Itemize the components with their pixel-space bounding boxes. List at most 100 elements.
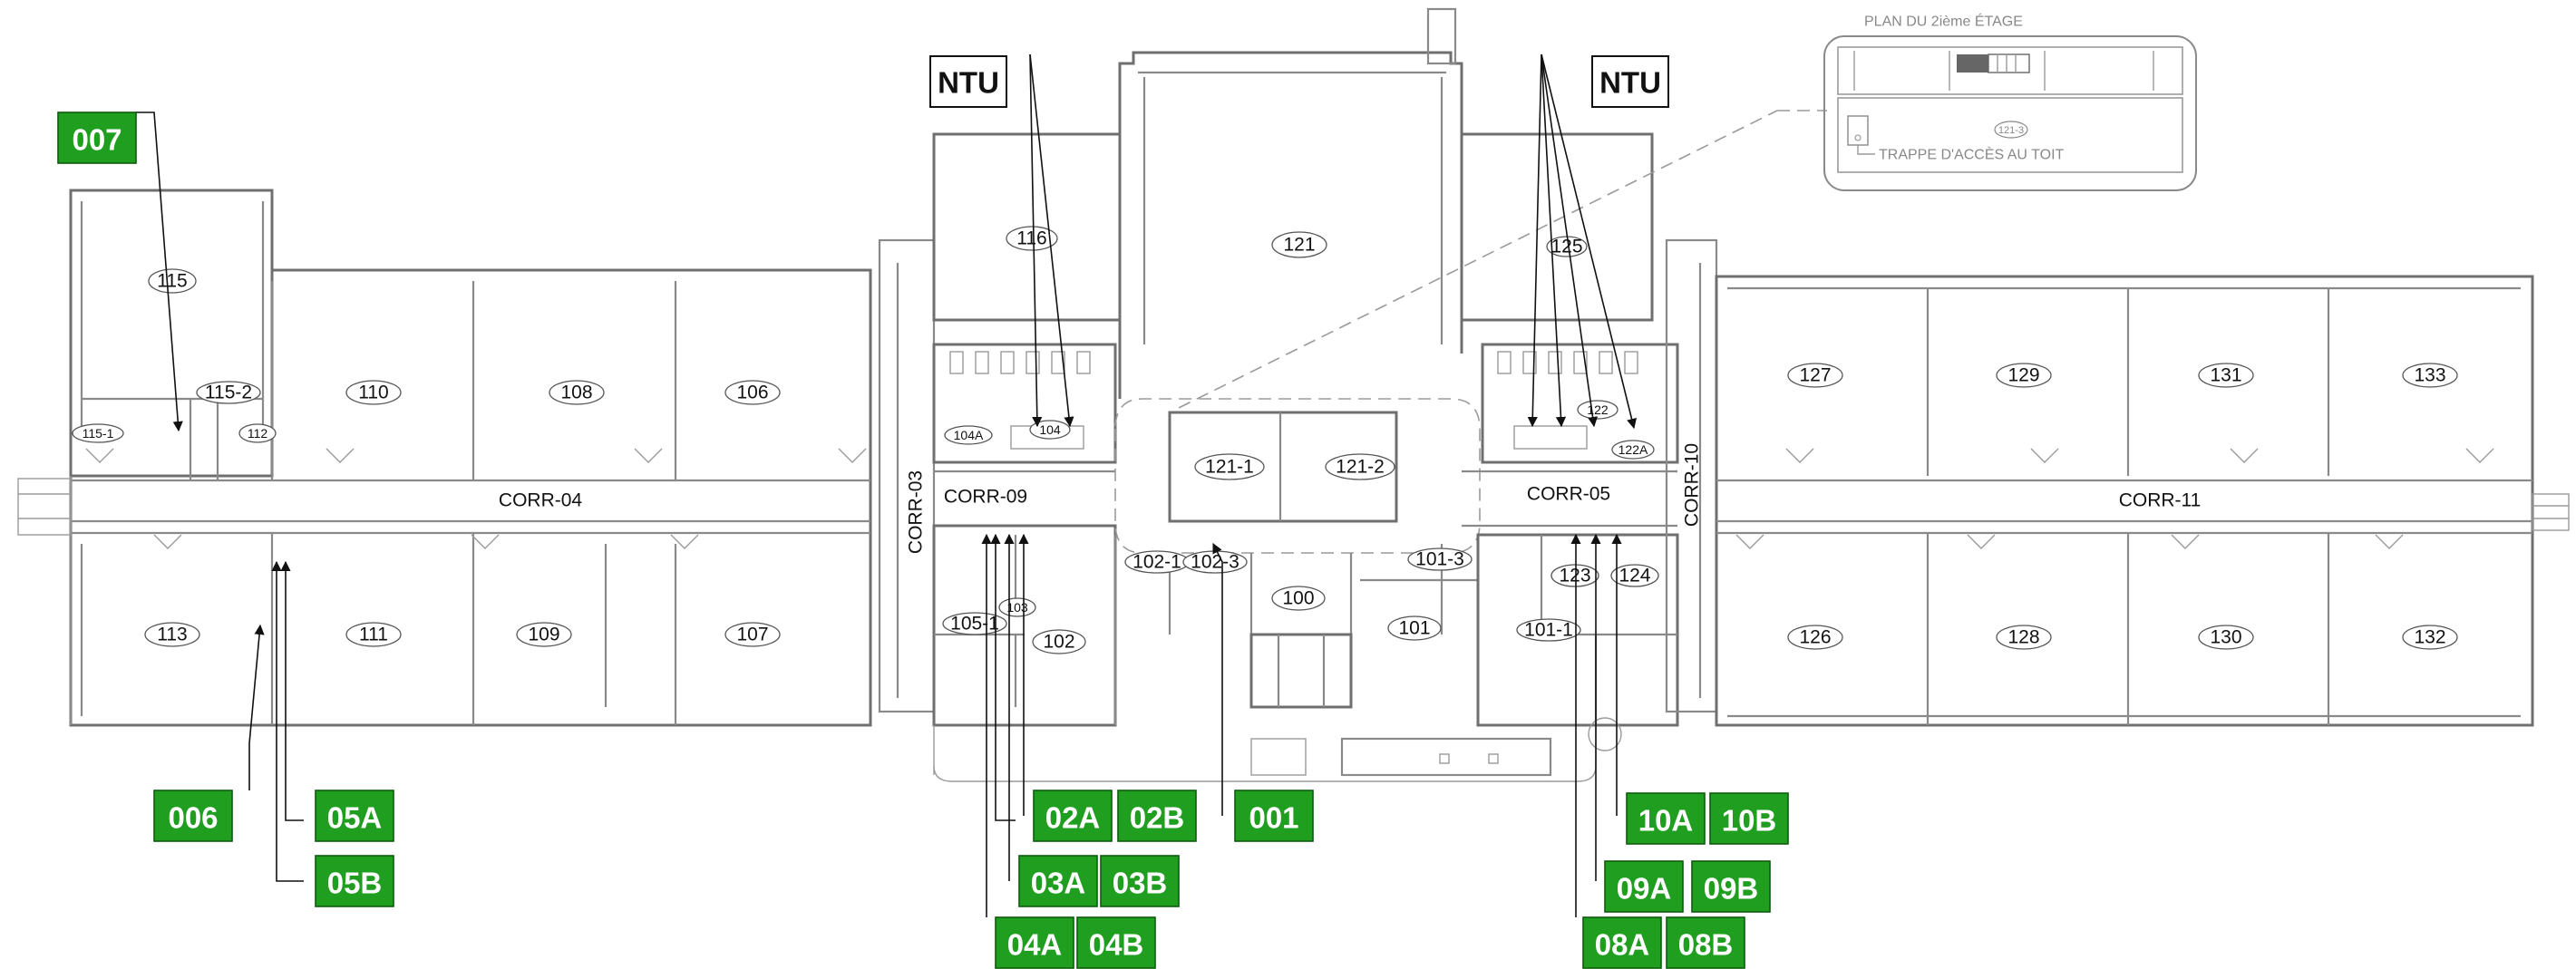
room-label-121-1: 121-1 [1205, 457, 1254, 478]
room-label-101-3: 101-3 [1415, 549, 1464, 570]
room-label-125: 125 [1550, 237, 1582, 257]
tag-10B: 10B [1709, 792, 1789, 845]
tag-label-08B: 08B [1678, 928, 1734, 962]
leader-line [248, 624, 265, 790]
tag-04A: 04A [995, 916, 1074, 969]
room-129: 129 [1996, 363, 2052, 388]
tag-02A: 02A [1033, 790, 1113, 842]
corridor-label-corr-10: CORR-10 [1682, 443, 1703, 527]
second-floor-inset: PLAN DU 2ième ÉTAGE 121-3 TRAPPE D'ACCÈS… [1823, 13, 2197, 191]
tag-label-08A: 08A [1595, 928, 1650, 962]
inset-roof-hatch-note: TRAPPE D'ACCÈS AU TOIT [1879, 146, 2065, 163]
room-110: 110 [345, 380, 402, 405]
tag-label-007: 007 [72, 123, 122, 157]
leader-line [271, 560, 304, 882]
tag-label-09A: 09A [1617, 872, 1672, 906]
tag-label-02A: 02A [1045, 801, 1101, 835]
ntu-label-left: NTU [938, 66, 999, 100]
leader-line [1029, 53, 1043, 428]
room-label-111: 111 [359, 625, 388, 645]
room-label-124: 124 [1619, 566, 1650, 586]
room-111: 111 [345, 622, 402, 647]
room-121-1: 121-1 [1194, 453, 1265, 480]
room-label-110: 110 [358, 383, 388, 403]
room-115-2: 115-2 [196, 381, 261, 404]
corridor-label-corr-11: CORR-11 [2119, 490, 2202, 511]
tag-label-02B: 02B [1130, 801, 1185, 835]
leader-line [1527, 53, 1542, 428]
room-122A: 122A [1611, 440, 1655, 460]
room-label-127: 127 [1799, 365, 1831, 386]
room-102-1: 102-1 [1124, 550, 1190, 574]
room-102: 102 [1032, 629, 1086, 654]
tag-label-10B: 10B [1722, 804, 1777, 838]
room-label-115-2: 115-2 [205, 383, 252, 403]
room-label-102-1: 102-1 [1132, 552, 1181, 573]
room-label-108: 108 [560, 383, 592, 403]
tag-label-10A: 10A [1638, 804, 1694, 838]
restroom-right-fixtures [1497, 351, 1638, 450]
room-107: 107 [724, 622, 781, 647]
tag-label-05B: 05B [327, 867, 383, 900]
tag-leader-lines [136, 53, 1638, 917]
tag-label-09B: 09B [1704, 872, 1759, 906]
room-126: 126 [1787, 625, 1843, 650]
room-label-132: 132 [2414, 627, 2445, 648]
inset-reference-line [1178, 110, 1778, 409]
room-label-112: 112 [248, 426, 268, 441]
room-label-129: 129 [2007, 365, 2039, 386]
ntu-box-left: NTU [929, 55, 1007, 108]
room-127: 127 [1787, 363, 1843, 388]
room-103: 103 [998, 597, 1036, 617]
tag-007: 007 [57, 111, 137, 164]
room-101-3: 101-3 [1407, 547, 1473, 571]
room-121-2: 121-2 [1325, 453, 1395, 480]
room-label-130: 130 [2210, 627, 2241, 648]
corridor-label-corr-03: CORR-03 [906, 470, 927, 554]
leader-line [990, 533, 1016, 821]
room-label-115: 115 [157, 271, 187, 292]
room-106: 106 [724, 380, 781, 405]
tag-label-006: 006 [168, 801, 218, 835]
leader-line [1541, 53, 1567, 428]
room-131: 131 [2198, 363, 2254, 388]
room-label-107: 107 [736, 625, 768, 645]
room-label-126: 126 [1799, 627, 1831, 648]
room-109: 109 [516, 622, 572, 647]
room-label-102-3: 102-3 [1191, 552, 1239, 573]
room-label-103: 103 [1006, 600, 1028, 615]
inset-title: PLAN DU 2ième ÉTAGE [1864, 13, 2023, 30]
room-102-3: 102-3 [1182, 550, 1248, 574]
room-101: 101 [1387, 615, 1442, 641]
room-label-100: 100 [1282, 588, 1314, 609]
room-130: 130 [2198, 625, 2254, 650]
room-108: 108 [549, 380, 605, 405]
room-113: 113 [144, 622, 200, 647]
room-104A: 104A [944, 425, 993, 445]
room-label-133: 133 [2414, 365, 2445, 386]
corridor-label-corr-05: CORR-05 [1527, 484, 1610, 505]
room-115: 115 [148, 268, 197, 294]
room-label-106: 106 [736, 383, 768, 403]
room-label-101: 101 [1398, 618, 1430, 639]
ntu-label-right: NTU [1599, 66, 1661, 100]
room-122: 122 [1577, 400, 1619, 420]
room-label-121-2: 121-2 [1336, 457, 1385, 478]
room-label-121: 121 [1283, 235, 1315, 256]
tag-08A: 08A [1582, 916, 1662, 969]
room-label-128: 128 [2007, 627, 2039, 648]
tag-label-04A: 04A [1007, 928, 1063, 962]
tag-02B: 02B [1117, 790, 1197, 842]
room-label-116: 116 [1016, 228, 1046, 249]
room-label-104: 104 [1039, 422, 1061, 437]
tag-04B: 04B [1076, 916, 1156, 969]
tag-09A: 09A [1604, 860, 1684, 913]
room-label-104A: 104A [954, 428, 984, 442]
room-label-109: 109 [528, 625, 559, 645]
room-label-113: 113 [157, 625, 187, 645]
tag-label-04B: 04B [1089, 928, 1144, 962]
room-116: 116 [1006, 226, 1058, 251]
